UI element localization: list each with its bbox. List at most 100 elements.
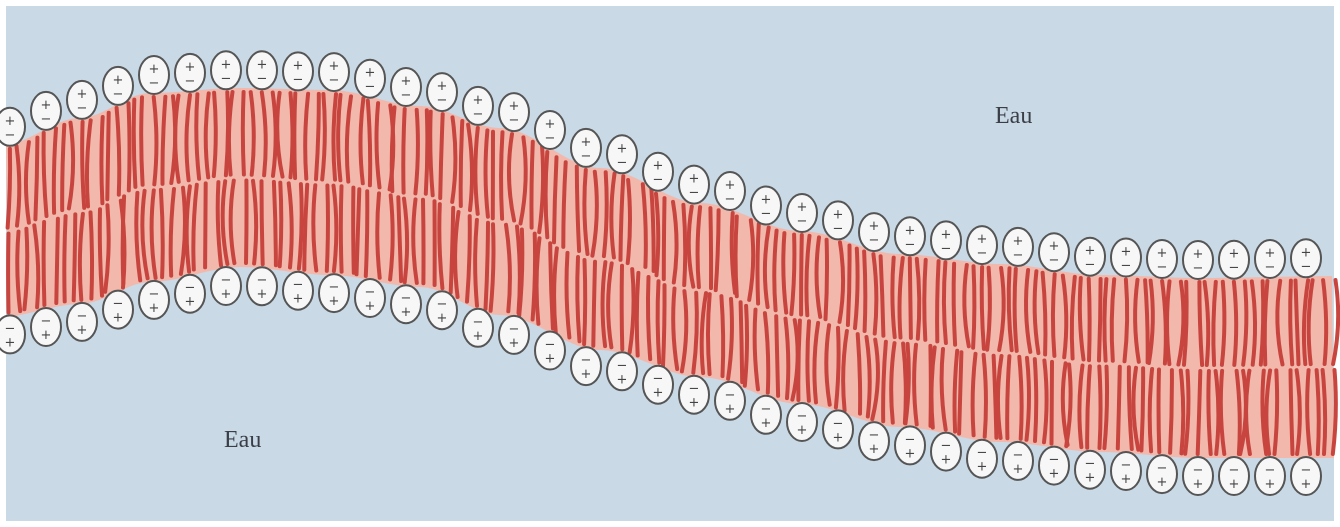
minus-charge: − [1229, 463, 1240, 478]
plus-charge: + [545, 352, 556, 367]
lipid-tail [937, 261, 939, 341]
inner-head: −+ [391, 285, 421, 323]
minus-charge: − [5, 321, 16, 336]
plus-charge: + [365, 66, 376, 81]
lipid-tail [1089, 279, 1090, 361]
minus-charge: − [833, 221, 844, 236]
minus-charge: − [905, 237, 916, 252]
inner-head: −+ [175, 275, 205, 313]
lipid-tail [357, 189, 360, 274]
outer-head: +− [967, 226, 997, 264]
lipid-tail [91, 212, 93, 298]
minus-charge: − [185, 74, 196, 89]
plus-charge: + [221, 57, 232, 72]
inner-head: −+ [463, 309, 493, 347]
lipid-tail [757, 224, 758, 304]
lipid-tail [1213, 282, 1215, 365]
plus-charge: + [41, 98, 52, 113]
lipid-tail [924, 260, 925, 340]
plus-charge: + [401, 305, 412, 320]
plus-charge: + [1193, 477, 1204, 492]
outer-head: +− [571, 129, 601, 167]
minus-charge: − [1229, 261, 1240, 276]
plus-charge: + [617, 372, 628, 387]
lipid-tail [1099, 367, 1100, 449]
lipid-tail [1099, 279, 1101, 361]
lipid-tail [294, 93, 295, 178]
lipid-tail [56, 219, 58, 303]
minus-charge: − [437, 297, 448, 312]
minus-charge: − [221, 71, 232, 86]
plus-charge: + [905, 223, 916, 238]
outer-head: +− [1003, 228, 1033, 266]
inner-head: −+ [139, 281, 169, 319]
plus-charge: + [1193, 247, 1204, 262]
outer-head: +− [535, 111, 565, 149]
inner-head: −+ [859, 422, 889, 460]
water-label-top: Eau [995, 103, 1032, 129]
minus-charge: − [581, 353, 592, 368]
outer-head: +− [31, 92, 61, 130]
plus-charge: + [5, 114, 16, 129]
plus-charge: + [77, 323, 88, 338]
lipid-tail [291, 93, 293, 177]
minus-charge: − [1265, 463, 1276, 478]
minus-charge: − [365, 285, 376, 300]
plus-charge: + [185, 295, 196, 310]
inner-head: −+ [283, 272, 313, 310]
inner-head: −+ [427, 291, 457, 329]
outer-head: +− [67, 81, 97, 119]
minus-charge: − [257, 273, 268, 288]
plus-charge: + [1121, 245, 1132, 260]
minus-charge: − [689, 382, 700, 397]
lipid-tail [1291, 370, 1293, 454]
lipid-tail [35, 138, 37, 220]
inner-head: −+ [1111, 452, 1141, 490]
inner-head: −+ [499, 316, 529, 354]
plus-charge: + [1121, 472, 1132, 487]
lipid-tail [798, 321, 800, 401]
lipid-tail [807, 321, 809, 401]
lipid-tail [848, 246, 850, 326]
minus-charge: − [689, 186, 700, 201]
lipid-tail [721, 296, 723, 376]
minus-charge: − [437, 93, 448, 108]
plus-charge: + [329, 294, 340, 309]
inner-head: −+ [0, 315, 25, 353]
lipid-tail [584, 260, 585, 344]
plus-charge: + [509, 336, 520, 351]
lipid-tail [622, 266, 623, 350]
minus-charge: − [1121, 458, 1132, 473]
lipid-tail [274, 182, 276, 265]
outer-head: +− [751, 187, 781, 225]
lipid-tail [129, 103, 130, 190]
outer-head: +− [355, 60, 385, 98]
lipid-tail [1317, 370, 1319, 454]
lipid-tail [774, 231, 776, 311]
inner-head: −+ [535, 332, 565, 370]
plus-charge: + [761, 193, 772, 208]
lipid-tail [864, 252, 865, 332]
minus-charge: − [1013, 248, 1024, 263]
plus-charge: + [653, 386, 664, 401]
lipid-tail [243, 92, 244, 175]
outer-head: +− [931, 221, 961, 259]
plus-charge: + [473, 93, 484, 108]
inner-head: −+ [715, 382, 745, 420]
plus-charge: + [689, 172, 700, 187]
minus-charge: − [113, 87, 124, 102]
lipid-tail [658, 281, 660, 363]
lipid-tail [82, 122, 84, 208]
plus-charge: + [257, 287, 268, 302]
minus-charge: − [221, 273, 232, 288]
plus-charge: + [653, 159, 664, 174]
lipid-tail [280, 183, 282, 267]
plus-charge: + [1049, 239, 1060, 254]
outer-head: +− [211, 51, 241, 89]
plus-charge: + [509, 99, 520, 114]
plus-charge: + [185, 60, 196, 75]
outer-head: +− [859, 213, 889, 251]
inner-head: −+ [643, 366, 673, 404]
plus-charge: + [581, 367, 592, 382]
lipid-tail [954, 264, 955, 345]
